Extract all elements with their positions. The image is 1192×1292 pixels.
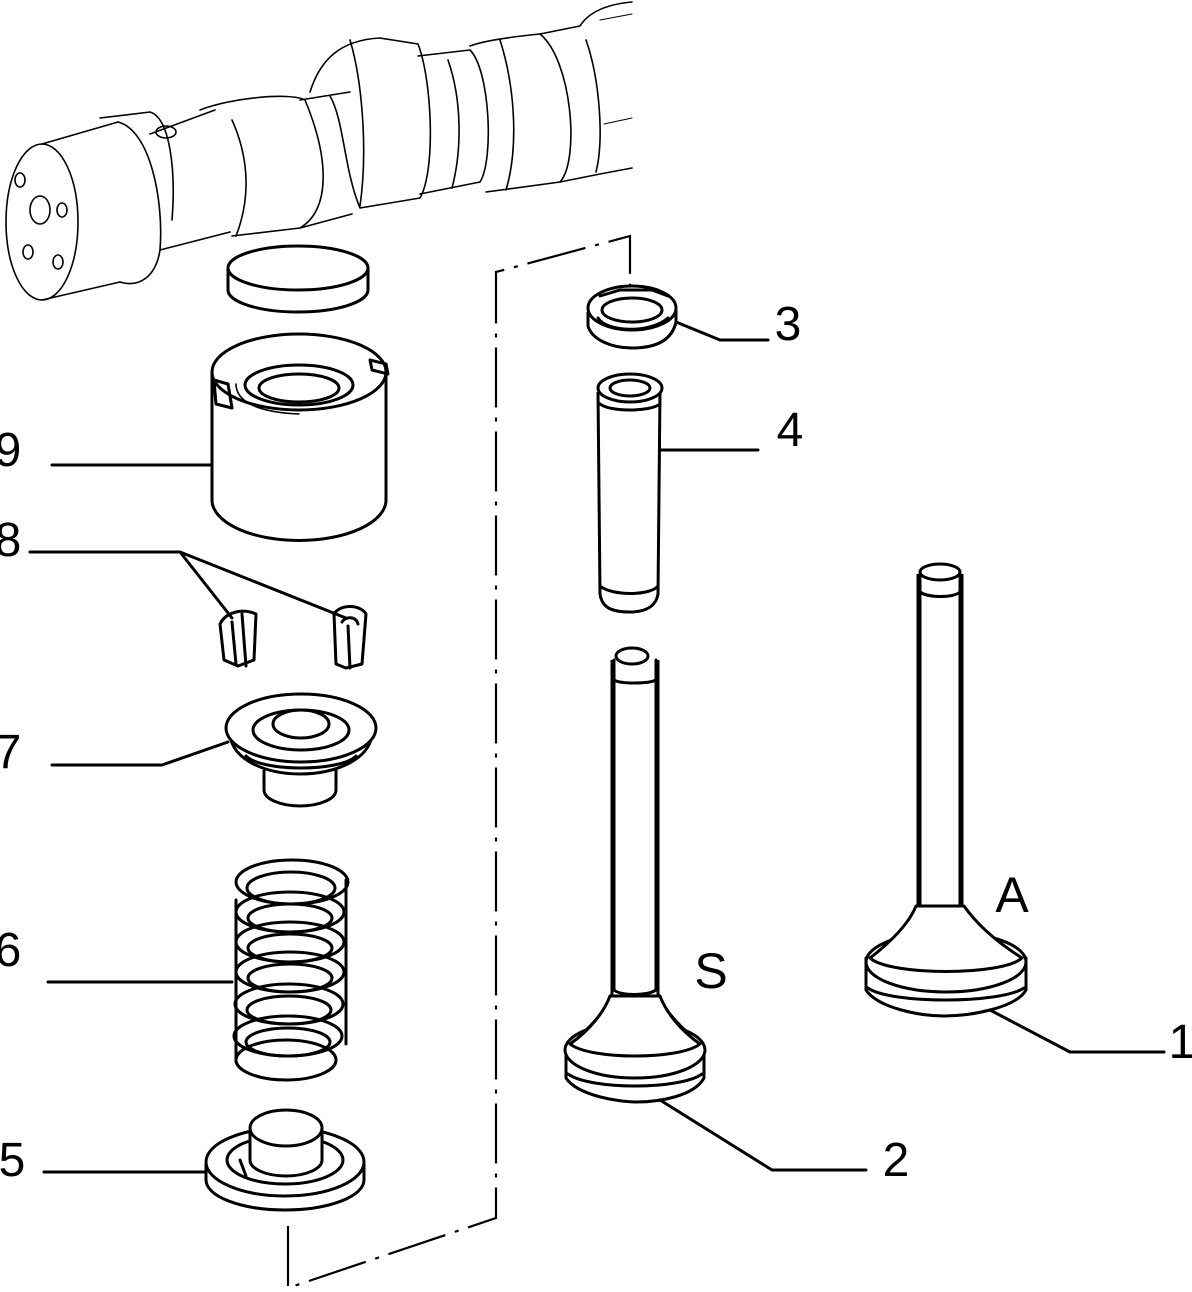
label-9: 9: [0, 424, 21, 477]
label-6: 6: [0, 924, 21, 977]
label-2: 2: [883, 1134, 910, 1187]
valve-collets: [218, 605, 368, 670]
label-1: 1: [1169, 1016, 1192, 1069]
valve-spring: [232, 858, 350, 1082]
assembly-axis-line: [286, 234, 632, 1290]
valve-guide: [596, 372, 664, 614]
exhaust-valve: [563, 646, 707, 1104]
valve-stem-seal: [586, 284, 678, 350]
leader-2: [658, 1098, 868, 1172]
leader-3: [674, 320, 770, 342]
label-intake: A: [995, 867, 1029, 923]
leader-7: [50, 740, 230, 767]
upper-spring-retainer: [224, 692, 378, 808]
leader-8: [28, 550, 348, 620]
intake-valve: [864, 562, 1028, 1018]
label-7: 7: [0, 726, 21, 779]
label-3: 3: [775, 298, 802, 351]
shim-disc: [226, 244, 370, 314]
label-4: 4: [777, 404, 804, 457]
lower-spring-seat: [204, 1108, 366, 1212]
camshaft: [5, 1, 633, 301]
label-8: 8: [0, 514, 21, 567]
leader-1: [988, 1008, 1166, 1054]
tappet-bucket: [210, 332, 390, 542]
label-exhaust: S: [694, 943, 727, 999]
label-5: 5: [0, 1134, 25, 1187]
